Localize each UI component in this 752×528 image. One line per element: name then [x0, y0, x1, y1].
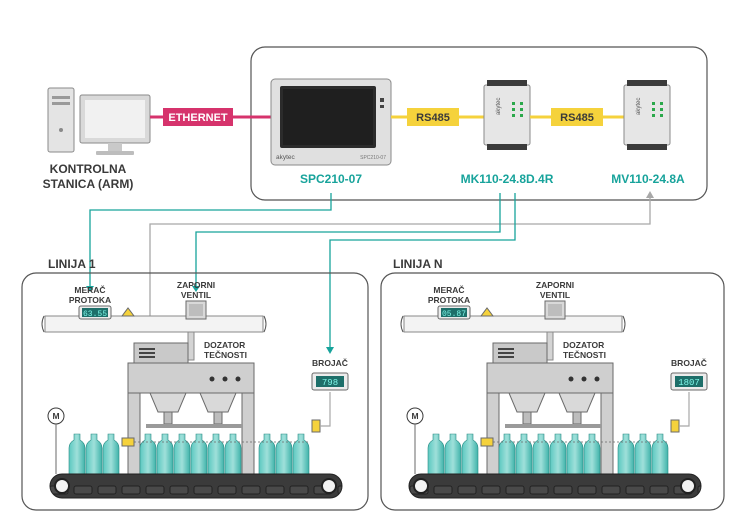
- station-label-line1: KONTROLNA: [50, 162, 127, 176]
- rs485-label-b: RS485: [560, 112, 594, 124]
- lineN-flow-label-1: MERAČ: [433, 284, 464, 295]
- line1-flow-label-2: PROTOKA: [69, 295, 111, 305]
- lineN-dosing-label-2: TEČNOSTI: [563, 349, 606, 360]
- line1-machine: [41, 300, 349, 499]
- control-panel-frame: [250, 46, 708, 201]
- line1-title: LINIJA 1: [48, 257, 96, 271]
- spc-hmi-device: [270, 78, 392, 166]
- lineN-flow-value: 05.87: [442, 310, 466, 319]
- spc-model-small: SPC210-07: [360, 155, 386, 161]
- line1-dosing-label-1: DOZATOR: [204, 340, 245, 350]
- arrow-flowmeter: [86, 286, 94, 292]
- wire-mk-counter: [329, 193, 516, 352]
- mv110-name: MV110-24.8A: [611, 172, 685, 186]
- rs485-badge-b: [551, 108, 603, 126]
- spc-brand: akytec: [276, 154, 296, 161]
- wire-mv-sensor: [149, 193, 651, 316]
- lineN-flow-label-2: PROTOKA: [428, 295, 470, 305]
- arrow-valve: [192, 286, 200, 292]
- line1-flow-value: 63.55: [83, 310, 107, 319]
- line1-valve-label-2: VENTIL: [181, 290, 211, 300]
- lineN-motor-label: M: [411, 411, 418, 421]
- line1-valve-label-1: ZAPORNI: [177, 280, 215, 290]
- mk110-module: [483, 80, 531, 150]
- lineN-valve-label-1: ZAPORNI: [536, 280, 574, 290]
- arrow-counter: [326, 347, 334, 354]
- mk110-brand: akytec: [496, 98, 502, 115]
- wire-mk-valve: [195, 193, 501, 290]
- station-label-line2: STANICA (ARM): [43, 177, 134, 191]
- lineN-frame: [380, 272, 725, 511]
- line1-frame: [21, 272, 369, 511]
- ethernet-badge: [163, 108, 233, 126]
- computer-icon: [47, 87, 151, 155]
- rs485-label-a: RS485: [416, 112, 450, 124]
- lineN-machine: [400, 300, 708, 499]
- line1-motor-label: M: [52, 411, 59, 421]
- lineN-title: LINIJA N: [393, 257, 443, 271]
- lineN-counter-value: 1807: [678, 378, 700, 388]
- arrow-mv: [646, 191, 654, 198]
- mv110-brand: akytec: [636, 98, 642, 115]
- mk110-name: MK110-24.8D.4R: [461, 172, 554, 186]
- lineN-dosing-label-1: DOZATOR: [563, 340, 604, 350]
- rs485-badge-a: [407, 108, 459, 126]
- lineN-valve-label-2: VENTIL: [540, 290, 570, 300]
- wire-spc-flowmeter: [89, 193, 332, 288]
- line1-counter-value: 798: [322, 378, 338, 388]
- spc-name: SPC210-07: [300, 172, 362, 186]
- line1-flow-label-1: MERAČ: [74, 284, 105, 295]
- mv110-module: [623, 80, 671, 150]
- line1-counter-label: BROJAČ: [312, 357, 348, 368]
- line1-dosing-label-2: TEČNOSTI: [204, 349, 247, 360]
- lineN-counter-label: BROJAČ: [671, 357, 707, 368]
- ethernet-label: ETHERNET: [168, 112, 228, 124]
